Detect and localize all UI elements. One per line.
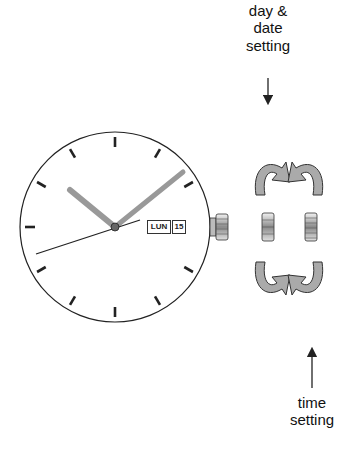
window-text: LUN [151, 223, 167, 231]
hour-tick [70, 149, 75, 158]
window-text: 15 [175, 223, 184, 231]
hour-tick [155, 296, 160, 305]
setting-label: time setting [277, 394, 347, 429]
day-window: LUN [147, 220, 171, 234]
crown [210, 214, 228, 240]
setting-label: day & date setting [233, 2, 303, 54]
hour-tick [155, 149, 160, 158]
crown-position-2 [305, 213, 317, 241]
dial [20, 132, 210, 322]
rotation-arrows [255, 162, 322, 295]
hour-tick [184, 267, 193, 272]
hour-tick [184, 182, 193, 187]
date-window: 15 [172, 220, 186, 234]
hour-tick [70, 296, 75, 305]
hour-tick [37, 267, 46, 272]
hour-tick [25, 226, 35, 229]
crown-position-1 [262, 213, 274, 241]
hour-tick [114, 307, 117, 317]
hour-tick [37, 182, 46, 187]
pointer-arrows [268, 78, 312, 388]
hands [36, 172, 183, 254]
hour-tick [114, 137, 117, 147]
